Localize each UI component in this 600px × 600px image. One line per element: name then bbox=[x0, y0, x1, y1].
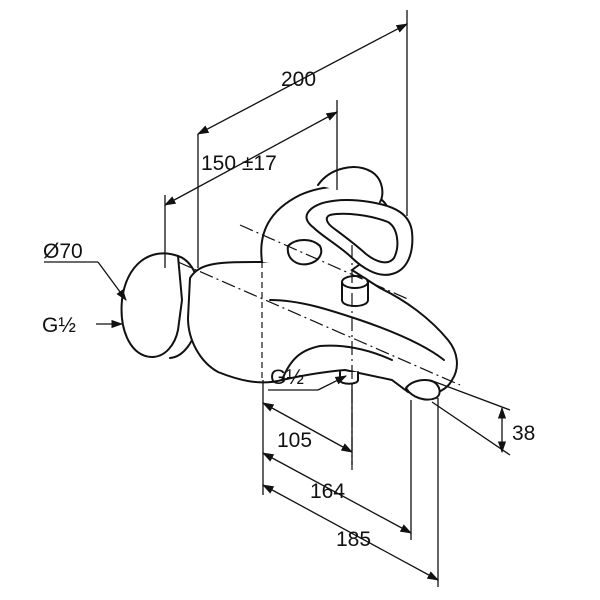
dim-200-label: 200 bbox=[281, 68, 316, 91]
thread-wall-label: G½ bbox=[42, 314, 76, 337]
thread-spout-label: G½ bbox=[270, 366, 304, 389]
dim-150-line bbox=[163, 111, 339, 206]
wall-rosette bbox=[120, 252, 183, 358]
dia70-label: Ø70 bbox=[43, 240, 83, 263]
dim-38-label: 38 bbox=[512, 422, 535, 445]
body-axis-line bbox=[177, 261, 461, 386]
dim-105-label: 105 bbox=[277, 429, 312, 452]
ext-38-upper bbox=[429, 379, 511, 411]
dim-185-line bbox=[261, 484, 440, 581]
faucet-main-body bbox=[187, 257, 458, 397]
dimension-labels: 200 150 ±17 Ø70 G½ G½ 105 164 185 38 bbox=[42, 68, 535, 551]
lever-handle-inner bbox=[325, 212, 399, 264]
dia70-leader bbox=[97, 261, 127, 301]
spout-contour bbox=[269, 299, 445, 361]
spout-outlet bbox=[405, 379, 441, 401]
upper-axis-line bbox=[239, 224, 411, 301]
dim-150-label: 150 ±17 bbox=[201, 152, 277, 175]
ext-38-lower bbox=[431, 401, 511, 456]
dim-164-label: 164 bbox=[310, 480, 345, 503]
spout-underside bbox=[281, 344, 393, 381]
lever-pivot bbox=[286, 239, 323, 266]
leader-lines bbox=[44, 261, 348, 391]
diverter-knob-top bbox=[341, 275, 369, 289]
dim-185-label: 185 bbox=[336, 528, 371, 551]
dim-105-line bbox=[261, 402, 354, 453]
thread-spout-leader bbox=[317, 375, 348, 391]
dimension-lines bbox=[163, 23, 507, 581]
